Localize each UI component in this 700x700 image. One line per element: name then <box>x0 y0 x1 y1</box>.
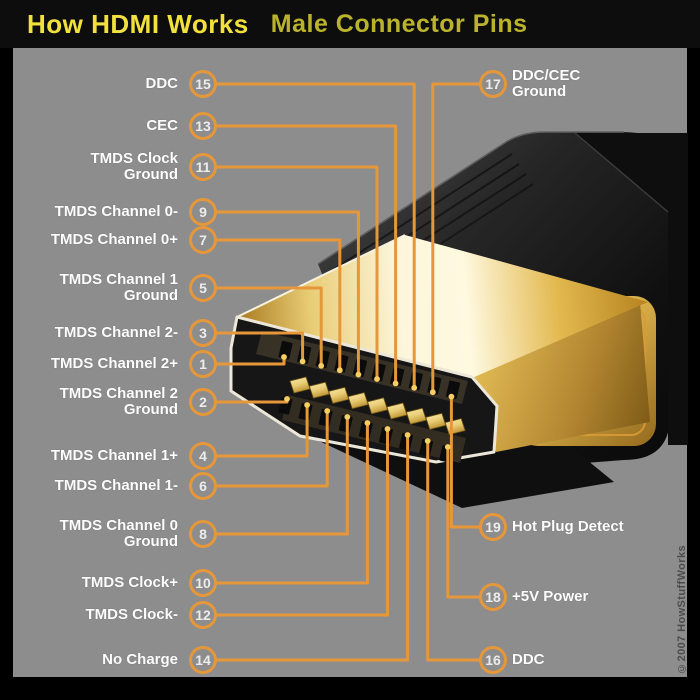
leader-line-pin-6 <box>216 411 329 488</box>
leader-line-pin-5 <box>216 286 323 366</box>
leader-line-pin-18 <box>446 447 480 599</box>
leader-line-pin-16 <box>426 441 480 662</box>
leader-line-pin-14 <box>216 435 410 662</box>
leader-line-pin-4 <box>216 405 309 458</box>
leader-line-pin-11 <box>216 165 379 379</box>
title-bar: How HDMI Works Male Connector Pins <box>0 0 700 48</box>
leader-line-pin-10 <box>216 423 369 585</box>
leader-line-pin-9 <box>216 210 360 375</box>
leader-line-pin-3 <box>216 331 305 362</box>
page-title: How HDMI Works <box>27 8 249 39</box>
leader-line-pin-19 <box>449 396 480 529</box>
copyright-text: ©2007 HowStuffWorks <box>676 545 688 674</box>
pin-dots <box>281 354 455 450</box>
shell-side <box>470 302 650 452</box>
leader-line-pin-8 <box>216 417 349 536</box>
leader-line-pin-7 <box>216 238 342 371</box>
leader-line-pin-13 <box>216 124 398 384</box>
cable-edge-highlight <box>574 132 669 213</box>
page-subtitle: Male Connector Pins <box>270 9 528 38</box>
pin-contacts <box>278 340 466 463</box>
leader-lines <box>216 82 480 662</box>
leader-line-pin-15 <box>216 82 416 388</box>
leader-line-pin-17 <box>431 82 480 393</box>
cable <box>575 133 688 445</box>
leader-line-pin-12 <box>216 429 389 617</box>
